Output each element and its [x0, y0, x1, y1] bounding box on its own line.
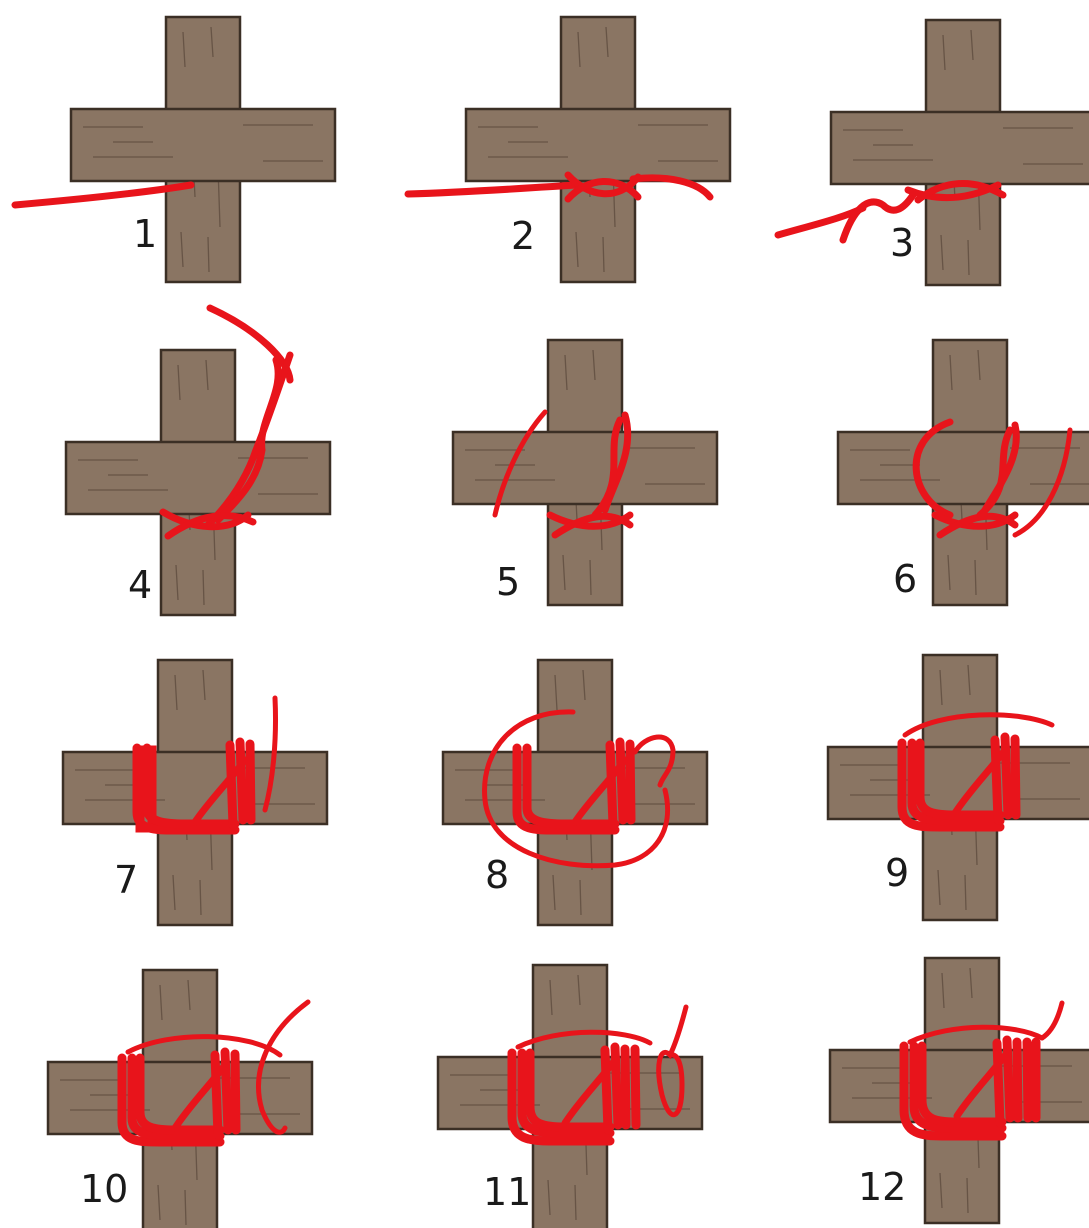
step-5-label: 5 [496, 560, 520, 604]
step-9-label: 9 [885, 851, 909, 895]
step-2-label: 2 [511, 214, 535, 258]
step-11-label: 11 [483, 1170, 531, 1214]
step-6-panel [838, 340, 1089, 605]
step-3-panel [778, 20, 1089, 285]
step-1-panel [15, 17, 335, 282]
step-12-label: 12 [858, 1165, 906, 1209]
step-3-label: 3 [890, 221, 914, 265]
step-7-panel [63, 660, 327, 925]
step-10-label: 10 [80, 1167, 128, 1211]
step-5-panel [453, 340, 717, 605]
step-4-label: 4 [128, 563, 152, 607]
step-8-label: 8 [485, 853, 509, 897]
step-6-label: 6 [893, 557, 917, 601]
step-4-panel [66, 308, 330, 615]
step-7-label: 7 [114, 858, 138, 902]
step-1-label: 1 [133, 212, 157, 256]
step-8-panel [443, 660, 707, 925]
step-2-panel [408, 17, 730, 282]
step-9-panel [828, 655, 1089, 920]
rope [15, 185, 191, 205]
step-11-panel [438, 965, 702, 1228]
